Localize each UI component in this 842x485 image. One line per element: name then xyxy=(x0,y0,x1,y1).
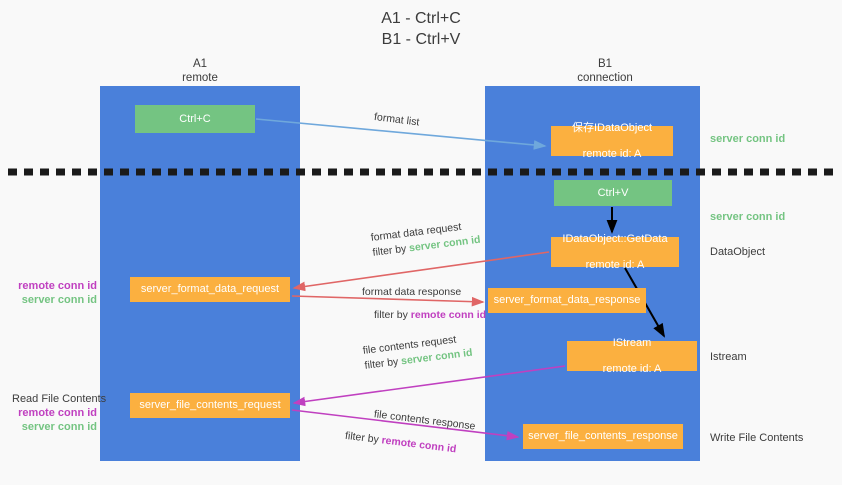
annotation-server-conn-id-mid: server conn id xyxy=(710,211,786,223)
edge-label-format-list-text: format list xyxy=(373,110,421,129)
annotation-istream: Istream xyxy=(710,351,747,363)
node-getdata-line2: remote id: A xyxy=(585,258,645,271)
node-ctrl-c-label: Ctrl+C xyxy=(179,112,211,125)
node-server-format-data-response[interactable]: server_format_data_response xyxy=(488,288,646,313)
node-ctrl-c[interactable]: Ctrl+C xyxy=(135,105,255,133)
edge-label-file-contents-request: file contents request filter by server c… xyxy=(362,331,473,374)
filter-prefix: filter by xyxy=(344,429,383,447)
node-server-format-data-request[interactable]: server_format_data_request xyxy=(130,277,290,302)
swimlane-b1-title: B1 xyxy=(597,58,613,70)
title-line-1: A1 - Ctrl+C xyxy=(381,10,461,27)
node-ctrl-v[interactable]: Ctrl+V xyxy=(554,180,672,206)
node-server-file-contents-response-label: server_file_contents_response xyxy=(528,430,678,442)
swimlane-a1-title: A1 xyxy=(192,58,208,70)
diagram-title: A1 - Ctrl+C B1 - Ctrl+V xyxy=(0,8,842,50)
edge-label-file-contents-response-filter: filter by remote conn id xyxy=(344,429,473,460)
node-server-format-data-response-label: server_format_data_response xyxy=(493,294,641,306)
edge-label-file-contents-response: file contents response filter by remote … xyxy=(344,404,476,459)
node-server-file-contents-request[interactable]: server_file_contents_request xyxy=(130,393,290,418)
annotation-left-conn-ids-2: Read File Contents remote conn id server… xyxy=(12,392,107,434)
edge-label-format-data-request: format data request filter by server con… xyxy=(370,218,481,261)
node-server-format-data-request-label: server_format_data_request xyxy=(140,283,280,295)
title-line-2: B1 - Ctrl+V xyxy=(381,31,461,48)
edge-label-format-data-response-filter: filter by remote conn id xyxy=(374,308,486,323)
node-idataobject-line1: 保存IDataObject xyxy=(571,121,653,134)
edge-label-format-data-response: format data response filter by remote co… xyxy=(362,285,486,323)
node-ctrl-v-label: Ctrl+V xyxy=(597,186,629,199)
annotation-server-conn-id-1: server conn id xyxy=(21,294,97,306)
swimlane-b1-header: B1 connection xyxy=(545,57,665,85)
filter-prefix: filter by xyxy=(363,355,402,372)
node-istream[interactable]: IStream remote id: A xyxy=(567,337,697,375)
node-idataobject-line2: remote id: A xyxy=(582,147,642,160)
node-istream-line1: IStream xyxy=(612,336,652,349)
annotation-server-conn-id-2: server conn id xyxy=(21,421,97,433)
annotation-read-file-contents: Read File Contents xyxy=(12,393,107,405)
swimlane-a1-subtitle: remote xyxy=(182,72,218,84)
edge-label-file-contents-response-line1: file contents response xyxy=(373,408,477,433)
node-istream-line2: remote id: A xyxy=(602,362,662,375)
node-getdata-line1: IDataObject::GetData xyxy=(562,232,668,245)
edge-label-format-list: format list xyxy=(373,110,420,130)
annotation-remote-conn-id-2: remote conn id xyxy=(18,407,97,419)
annotation-write-file-contents: Write File Contents xyxy=(710,432,804,444)
node-server-file-contents-request-label: server_file_contents_request xyxy=(139,399,281,411)
filter-value-remote-conn-id: remote conn id xyxy=(410,309,487,321)
filter-prefix: filter by xyxy=(374,309,411,321)
swimlane-b1-subtitle: connection xyxy=(577,72,633,84)
node-getdata[interactable]: IDataObject::GetData remote id: A xyxy=(551,233,679,271)
annotation-remote-conn-id-1: remote conn id xyxy=(18,280,97,292)
filter-value-remote-conn-id: remote conn id xyxy=(380,434,458,456)
edge-label-format-data-response-line1: format data response xyxy=(362,286,462,298)
annotation-left-conn-ids-1: remote conn id server conn id xyxy=(12,279,97,307)
filter-prefix: filter by xyxy=(371,242,410,259)
node-idataobject[interactable]: 保存IDataObject remote id: A xyxy=(551,122,673,160)
annotation-server-conn-id-top: server conn id xyxy=(710,133,786,145)
node-server-file-contents-response[interactable]: server_file_contents_response xyxy=(523,424,683,449)
swimlane-a1-header: A1 remote xyxy=(140,57,260,85)
annotation-dataobject: DataObject xyxy=(710,246,766,258)
